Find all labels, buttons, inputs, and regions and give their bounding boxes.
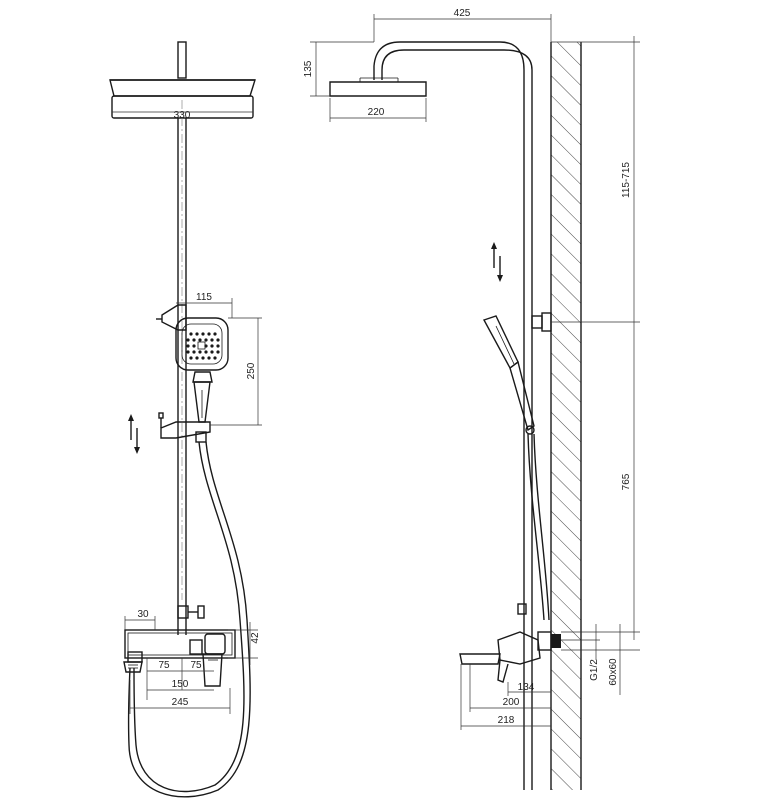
front-hand-shower [175, 317, 229, 423]
front-hose [127, 441, 251, 798]
dim-side-spout-134: 134 [518, 682, 535, 693]
side-hand-shower [482, 315, 535, 435]
side-view: 425 135 220 115-715 765 G1/2 60x60 134 [303, 8, 640, 790]
dim-side-arm-reach: 425 [454, 8, 471, 19]
front-slider [158, 412, 211, 443]
side-upper-bracket [531, 312, 552, 332]
front-dimensions: 330 115 250 30 42 75 75 150 [112, 110, 262, 714]
dim-side-thread: G1/2 [589, 659, 600, 681]
side-hose [527, 433, 550, 621]
dim-side-spout-218: 218 [498, 715, 515, 726]
dim-front-hand-shower-width: 115 [196, 292, 212, 303]
dim-front-mixer-245: 245 [172, 697, 189, 708]
dim-front-mixer-150: 150 [172, 679, 189, 690]
front-diverter [177, 605, 205, 619]
dim-front-shower-head-width: 330 [174, 110, 191, 121]
dim-side-head-diameter: 220 [368, 107, 385, 118]
dim-front-mixer-75b: 75 [190, 660, 202, 671]
side-diverter [517, 603, 527, 615]
side-mixer [459, 631, 561, 683]
wall [550, 42, 582, 790]
dim-side-head-height: 135 [303, 60, 314, 77]
up-down-arrows-icon [128, 414, 140, 454]
front-view: 330 115 250 30 42 75 75 150 [109, 41, 262, 798]
dim-side-height-range: 115-715 [621, 162, 632, 198]
dim-front-mixer-height: 42 [250, 632, 261, 644]
dim-front-mixer-spout-offset: 30 [137, 609, 149, 620]
dim-side-flange: 60x60 [608, 658, 619, 686]
spray-nozzles [186, 332, 220, 360]
dim-front-hand-shower-height: 250 [246, 362, 257, 379]
side-rail [523, 95, 533, 790]
front-mixer [123, 629, 236, 687]
dim-front-mixer-75: 75 [158, 660, 170, 671]
side-shower-arm [329, 41, 533, 97]
front-shower-head [109, 41, 256, 119]
side-dimensions: 425 135 220 115-715 765 G1/2 60x60 134 [303, 8, 640, 730]
front-rail [177, 100, 187, 635]
up-down-arrows-icon [491, 242, 503, 282]
dim-side-spout-200: 200 [503, 697, 520, 708]
front-upper-bracket [156, 304, 187, 331]
dim-side-bracket-to-mixer: 765 [621, 473, 632, 490]
